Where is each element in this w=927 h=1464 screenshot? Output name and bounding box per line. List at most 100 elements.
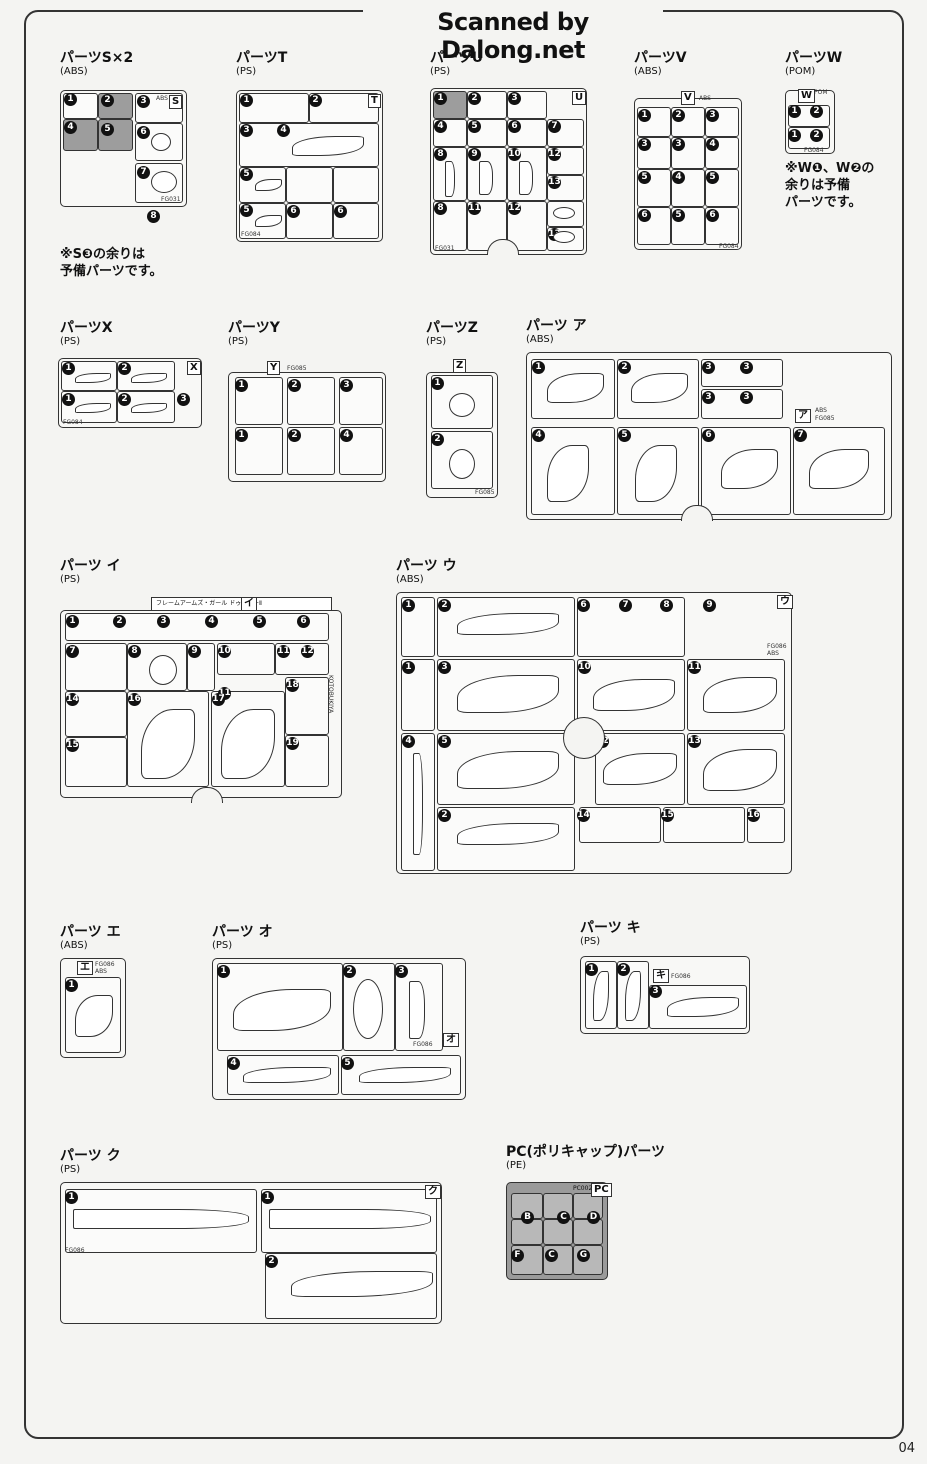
sprue-z: 1 2 Z FG085 — [426, 359, 498, 498]
part-number: 3 — [137, 95, 150, 108]
note-s3-spare: ※S❸の余りは 予備パーツです。 — [60, 247, 163, 279]
part-number: 5 — [341, 1057, 354, 1070]
part-number: 7 — [66, 645, 79, 658]
part-number: 6 — [137, 126, 150, 139]
part-number: 6 — [577, 599, 590, 612]
sprue-u: 1 2 3 4 5 6 7 8 9 10 12 13 8 11 12 13 U … — [430, 88, 587, 255]
part-shape — [151, 133, 171, 151]
part-shape — [75, 403, 111, 413]
part-number: 1 — [402, 599, 415, 612]
part-number: 3 — [177, 393, 190, 406]
sprue-code: FG031 — [435, 245, 455, 252]
part-number: 5 — [638, 171, 651, 184]
sprue-code: POM — [814, 89, 828, 96]
sprue-v: 1 2 3 3 3 4 5 4 5 6 5 6 V ABS FG084 — [634, 91, 742, 250]
sprue-code: FG084 — [719, 243, 739, 250]
part-number: 10 — [508, 148, 521, 161]
part-number: 8 — [147, 210, 160, 223]
sprue-pc: B C D F C G PC PC002 — [506, 1182, 612, 1280]
part-number: 11 — [468, 202, 481, 215]
part-number: 1 — [585, 963, 598, 976]
part-number: 3 — [740, 391, 753, 404]
part-number: 1 — [62, 362, 75, 375]
part-number: 6 — [706, 209, 719, 222]
part-cell — [573, 1219, 603, 1245]
part-cell — [65, 613, 329, 641]
part-cell — [579, 807, 661, 843]
section-v-header: パーツV (ABS) — [634, 50, 687, 77]
part-number: 1 — [217, 965, 230, 978]
part-number: 6 — [508, 120, 521, 133]
sprue-x: 1 2 1 2 3 X FG084 — [58, 358, 202, 428]
part-shape — [553, 231, 575, 243]
section-t-header: パーツT (PS) — [236, 50, 287, 77]
sprue-tag: エ — [77, 961, 93, 975]
sprue-side-mark: KOTOBUKIYA — [327, 675, 334, 714]
sprue-tag: ウ — [777, 595, 793, 609]
part-number: 4 — [64, 121, 77, 134]
part-number: 2 — [672, 109, 685, 122]
part-number: 17 — [212, 693, 225, 706]
section-x-header: パーツX (PS) — [60, 320, 113, 347]
sprue-code: FG085 — [287, 365, 307, 372]
sprue-code: FG031 — [161, 196, 181, 203]
part-number: 1 — [532, 361, 545, 374]
part-number: 5 — [240, 168, 253, 181]
sprue-s: 1 2 4 5 3 6 7 S ABS FG031 — [60, 90, 187, 207]
part-cell — [543, 1219, 573, 1245]
part-number: 3 — [157, 615, 170, 628]
part-number: 8 — [434, 202, 447, 215]
sprue-tag: イ — [241, 597, 257, 611]
part-cell — [309, 93, 379, 123]
section-ku-header: パーツ ク (PS) — [60, 1148, 121, 1175]
section-s-header: パーツS×2 (ABS) — [60, 50, 133, 77]
part-cell — [333, 167, 379, 203]
part-number: 2 — [118, 362, 131, 375]
part-number: 10 — [578, 661, 591, 674]
part-shape — [413, 753, 423, 855]
part-number: 3 — [395, 965, 408, 978]
sprue-code: FG086 — [95, 961, 115, 968]
section-title: パーツS×2 — [60, 50, 134, 66]
sprue-code: FG084 — [804, 147, 824, 154]
part-cell — [467, 119, 507, 147]
section-w-header: パーツW (POM) — [785, 50, 843, 77]
sprue-code: ABS — [699, 95, 711, 102]
sprue-frame-detail — [191, 787, 223, 803]
sprue-code: FG085 — [815, 415, 835, 422]
part-number: 4 — [340, 429, 353, 442]
part-number: 9 — [703, 599, 716, 612]
part-shape — [151, 171, 177, 193]
part-number: 3 — [438, 661, 451, 674]
part-number: 2 — [468, 92, 481, 105]
part-number: 2 — [265, 1255, 278, 1268]
part-number: 6 — [287, 205, 300, 218]
part-number: 3 — [638, 138, 651, 151]
section-material: (PS) — [236, 66, 257, 77]
part-number: 4 — [672, 171, 685, 184]
section-u2-header: パーツ ウ (ABS) — [396, 558, 457, 585]
sprue-y: 1 2 3 1 2 4 Y FG085 — [228, 361, 386, 482]
sprue-frame-detail — [563, 717, 605, 759]
part-number: 2 — [810, 105, 823, 118]
part-number: 2 — [288, 379, 301, 392]
sprue-code: FG085 — [475, 489, 495, 496]
section-ki-header: パーツ キ (PS) — [580, 920, 641, 947]
sprue-code: ABS — [815, 407, 827, 414]
part-shape — [73, 1209, 249, 1229]
part-number: 5 — [438, 735, 451, 748]
part-number: 1 — [66, 615, 79, 628]
part-number: 5 — [253, 615, 266, 628]
sprue-ku: 1 1 2 ク FG086 — [60, 1182, 442, 1324]
part-number: 1 — [235, 429, 248, 442]
part-shape — [131, 373, 167, 383]
part-cell — [333, 203, 379, 239]
part-number: 4 — [532, 429, 545, 442]
part-shape — [75, 373, 111, 383]
sprue-t: 1 2 3 4 5 5 6 6 T FG084 — [236, 90, 383, 242]
sprue-o: 1 2 3 4 5 オ FG086 — [212, 958, 466, 1100]
part-number: 2 — [618, 361, 631, 374]
part-number: 1 — [65, 979, 78, 992]
part-number: 4 — [277, 124, 290, 137]
note-w-spare: ※W❶、W❷の 余りは予備 パーツです。 — [785, 161, 875, 210]
